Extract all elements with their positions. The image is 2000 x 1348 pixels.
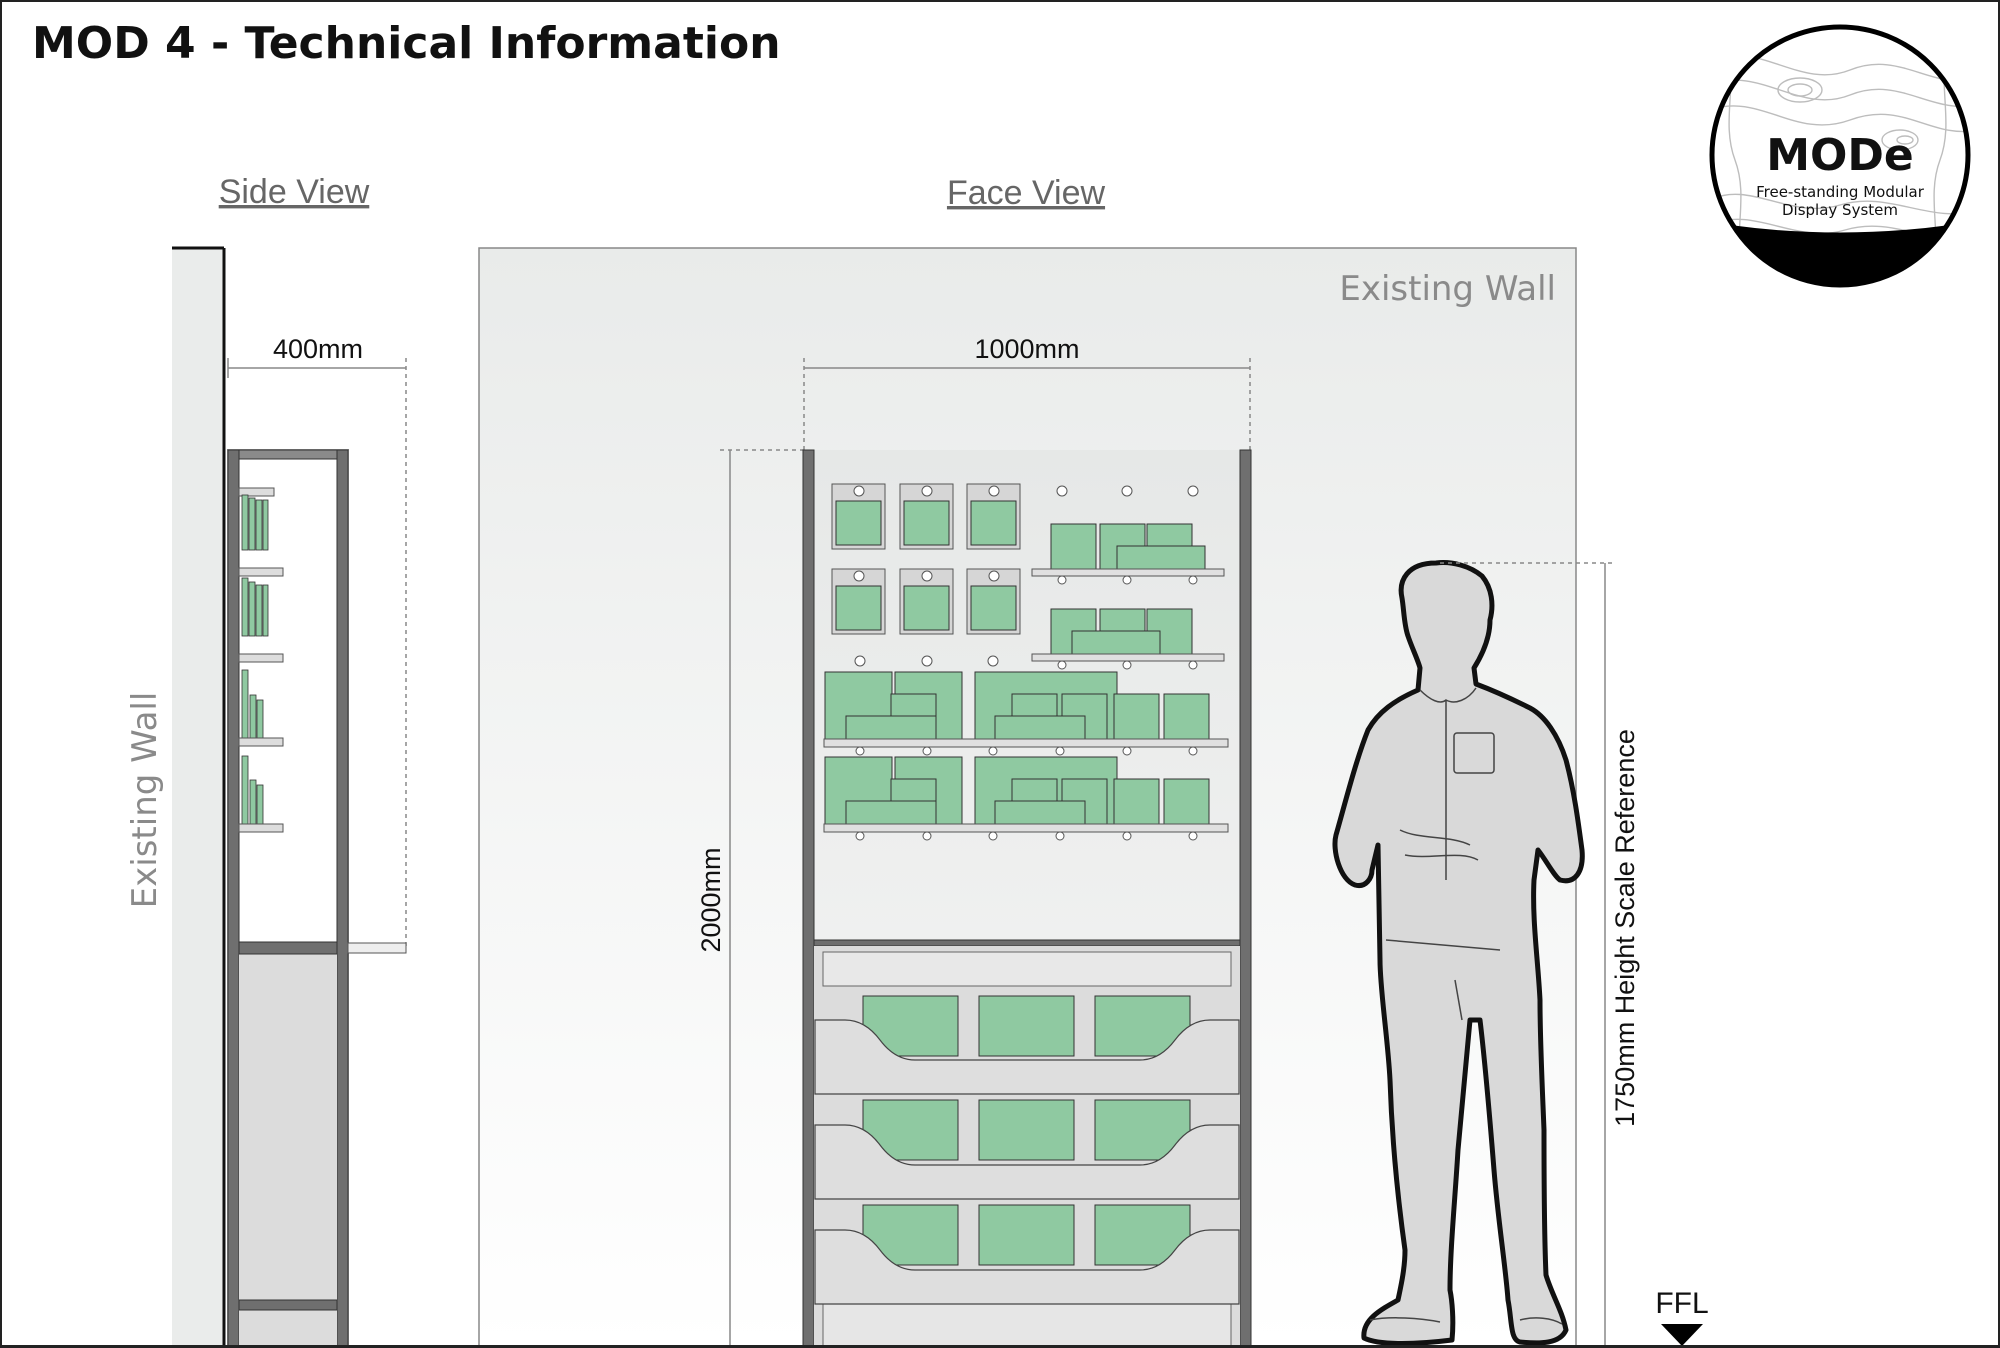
scale-reference-label: 1750mm Height Scale Reference bbox=[1610, 729, 1640, 1127]
side-shelf-4 bbox=[238, 755, 284, 833]
side-depth-label: 400mm bbox=[273, 334, 363, 364]
wide-shelf-2 bbox=[823, 756, 1229, 841]
face-wall-label: Existing Wall bbox=[1339, 269, 1556, 309]
ffl-marker-icon bbox=[1661, 1324, 1703, 1346]
bin-tier-2 bbox=[814, 1099, 1240, 1200]
height-label: 2000mm bbox=[696, 847, 726, 952]
small-shelf-lower bbox=[1031, 608, 1225, 670]
human-scale-figure bbox=[1332, 560, 1585, 1346]
logo-ring bbox=[1709, 24, 1971, 286]
side-view-wall bbox=[172, 246, 226, 1346]
card-holders-row-2 bbox=[831, 568, 1021, 635]
wide-shelf-1 bbox=[823, 655, 1229, 756]
side-shelf-2 bbox=[238, 577, 284, 663]
face-view-heading: Face View bbox=[947, 174, 1106, 212]
height-dimension bbox=[720, 449, 804, 1346]
side-shelf-1 bbox=[238, 487, 284, 577]
card-holders-row-1 bbox=[831, 483, 1021, 550]
logo-title: MODe bbox=[1766, 130, 1914, 181]
side-wall-label: Existing Wall bbox=[125, 692, 165, 909]
width-label: 1000mm bbox=[974, 334, 1079, 364]
mode-logo: MODe Free-standing Modular Display Syste… bbox=[1709, 24, 1971, 288]
bin-tier-3 bbox=[814, 1204, 1240, 1305]
logo-subtitle-line1: Free-standing Modular bbox=[1756, 183, 1925, 201]
side-view-heading: Side View bbox=[219, 173, 370, 211]
logo-subtitle-line2: Display System bbox=[1782, 201, 1898, 219]
side-shelf-3 bbox=[238, 669, 284, 747]
width-dimension bbox=[803, 358, 1251, 450]
scale-reference-line bbox=[1440, 562, 1615, 1346]
small-shelf-upper bbox=[1031, 485, 1225, 585]
page-title: MOD 4 - Technical Information bbox=[32, 18, 781, 69]
ffl-label: FFL bbox=[1655, 1287, 1708, 1320]
bin-tier-1 bbox=[814, 995, 1240, 1095]
side-depth-dimension bbox=[227, 358, 407, 948]
